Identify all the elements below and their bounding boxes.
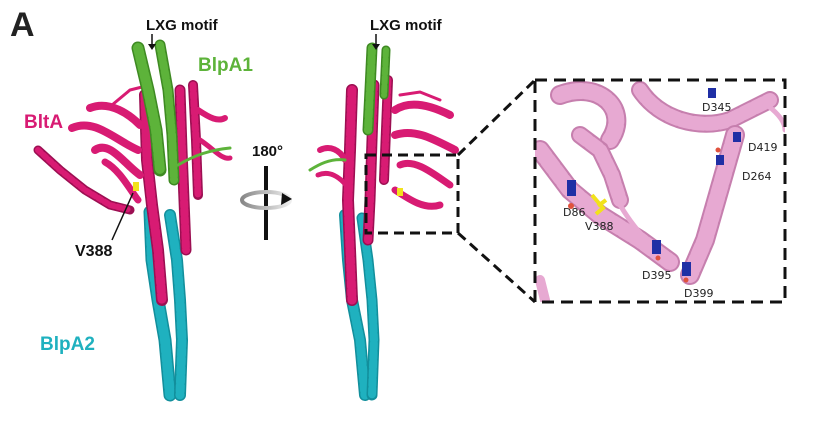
panel-letter: A <box>10 6 35 44</box>
lxg-motif-label-left: LXG motif <box>146 17 218 34</box>
zoom-source-box <box>364 153 460 235</box>
blpa2-label: BlpA2 <box>40 334 95 355</box>
residue-marker-d395 <box>652 240 661 254</box>
residue-label-v388: V388 <box>585 220 614 233</box>
v388-label: V388 <box>75 243 113 260</box>
v388-marker-right <box>397 188 403 196</box>
v388-marker-left <box>133 182 139 191</box>
rotation-symbol <box>240 166 292 240</box>
residue-marker-v388 <box>590 193 608 216</box>
residue-label-d419: D419 <box>748 141 778 154</box>
blpa1-label: BlpA1 <box>198 55 253 76</box>
blpa1-helices-left <box>131 39 232 186</box>
residue-marker-d264 <box>716 155 724 165</box>
zoom-guide-bottom <box>456 231 537 304</box>
residue-marker-d419 <box>733 132 741 142</box>
blta-label: BltA <box>24 112 64 133</box>
residue-label-d345: D345 <box>702 101 732 114</box>
residue-marker-d345 <box>708 88 716 98</box>
residue-label-d399: D399 <box>684 287 714 300</box>
lxg-motif-label-right: LXG motif <box>370 17 442 34</box>
rotation-label: 180° <box>252 143 284 160</box>
residue-label-d395: D395 <box>642 269 672 282</box>
zoom-callout <box>364 78 787 304</box>
residue-marker-d86 <box>567 180 576 196</box>
zoom-inset-helices <box>535 81 785 302</box>
v388-pointer <box>111 192 134 241</box>
zoom-residues <box>567 88 741 283</box>
left-structure <box>33 34 233 402</box>
right-structure <box>308 34 459 401</box>
residue-label-d264: D264 <box>742 170 772 183</box>
zoom-inset-border <box>533 78 787 304</box>
blpa1-helices-right <box>308 42 391 172</box>
residue-label-d86: D86 <box>563 206 586 219</box>
blta-helices-left <box>33 80 233 306</box>
blta-helices-right <box>315 75 459 306</box>
residue-marker-d399 <box>682 262 691 276</box>
zoom-guide-top <box>456 78 537 157</box>
